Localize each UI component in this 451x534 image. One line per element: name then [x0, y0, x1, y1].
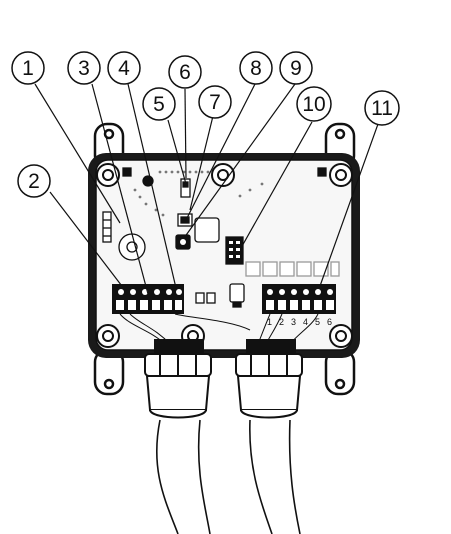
- callout-6: 6: [168, 55, 202, 89]
- callouts: 1 2 3 4 5 6 7 8: [11, 51, 400, 198]
- callout-label: 1: [22, 57, 34, 80]
- right-cable: [249, 419, 301, 534]
- corner-screws: [96, 163, 353, 348]
- fuse-right: [206, 292, 216, 304]
- callout-label: 3: [78, 57, 90, 80]
- cable-gland-right: [235, 339, 303, 419]
- pcb-dots: [133, 170, 264, 217]
- callout-3: 3: [67, 51, 101, 85]
- terminal-number: 2: [279, 317, 284, 327]
- terminal-number: 4: [303, 317, 308, 327]
- pcb-components: [102, 167, 340, 308]
- outlined-relay-pads: [245, 261, 340, 277]
- callout-label: 6: [179, 61, 191, 84]
- callout-1: 1: [11, 51, 45, 85]
- callout-label: 4: [118, 57, 130, 80]
- leader-lines: [34, 83, 379, 295]
- callout-label: 5: [153, 93, 165, 116]
- callout-8: 8: [239, 51, 273, 85]
- callout-9: 9: [279, 51, 313, 85]
- callout-10: 10: [296, 86, 332, 122]
- terminal-block-left: [112, 284, 184, 314]
- corner-chip-right: [317, 167, 327, 177]
- callout-2: 2: [17, 164, 51, 198]
- jumper-6: [180, 178, 191, 198]
- callout-4: 4: [107, 51, 141, 85]
- callout-5: 5: [142, 87, 176, 121]
- terminal-number: 5: [315, 317, 320, 327]
- terminal-number-labels: 1 2 3 4 5 6: [267, 317, 332, 327]
- terminal-block-right: [262, 284, 336, 314]
- microcontroller: [194, 217, 220, 243]
- callout-label: 8: [250, 57, 262, 80]
- left-cable: [156, 419, 211, 534]
- callout-label: 7: [209, 91, 221, 114]
- callout-label: 9: [290, 57, 302, 80]
- terminal-number: 1: [267, 317, 272, 327]
- relay: [229, 283, 245, 303]
- callout-11: 11: [364, 90, 400, 126]
- callout-label: 2: [28, 170, 40, 193]
- callout-label: 10: [302, 93, 325, 116]
- callout-7: 7: [198, 85, 232, 119]
- cables: [156, 419, 301, 534]
- programming-header: [225, 236, 244, 265]
- corner-chip-left: [122, 167, 132, 177]
- cable-gland-left: [144, 339, 212, 419]
- terminal-number: 3: [291, 317, 296, 327]
- fuse-left: [195, 292, 205, 304]
- terminal-number: 6: [327, 317, 332, 327]
- callout-label: 11: [371, 97, 393, 120]
- side-connector: [102, 211, 112, 243]
